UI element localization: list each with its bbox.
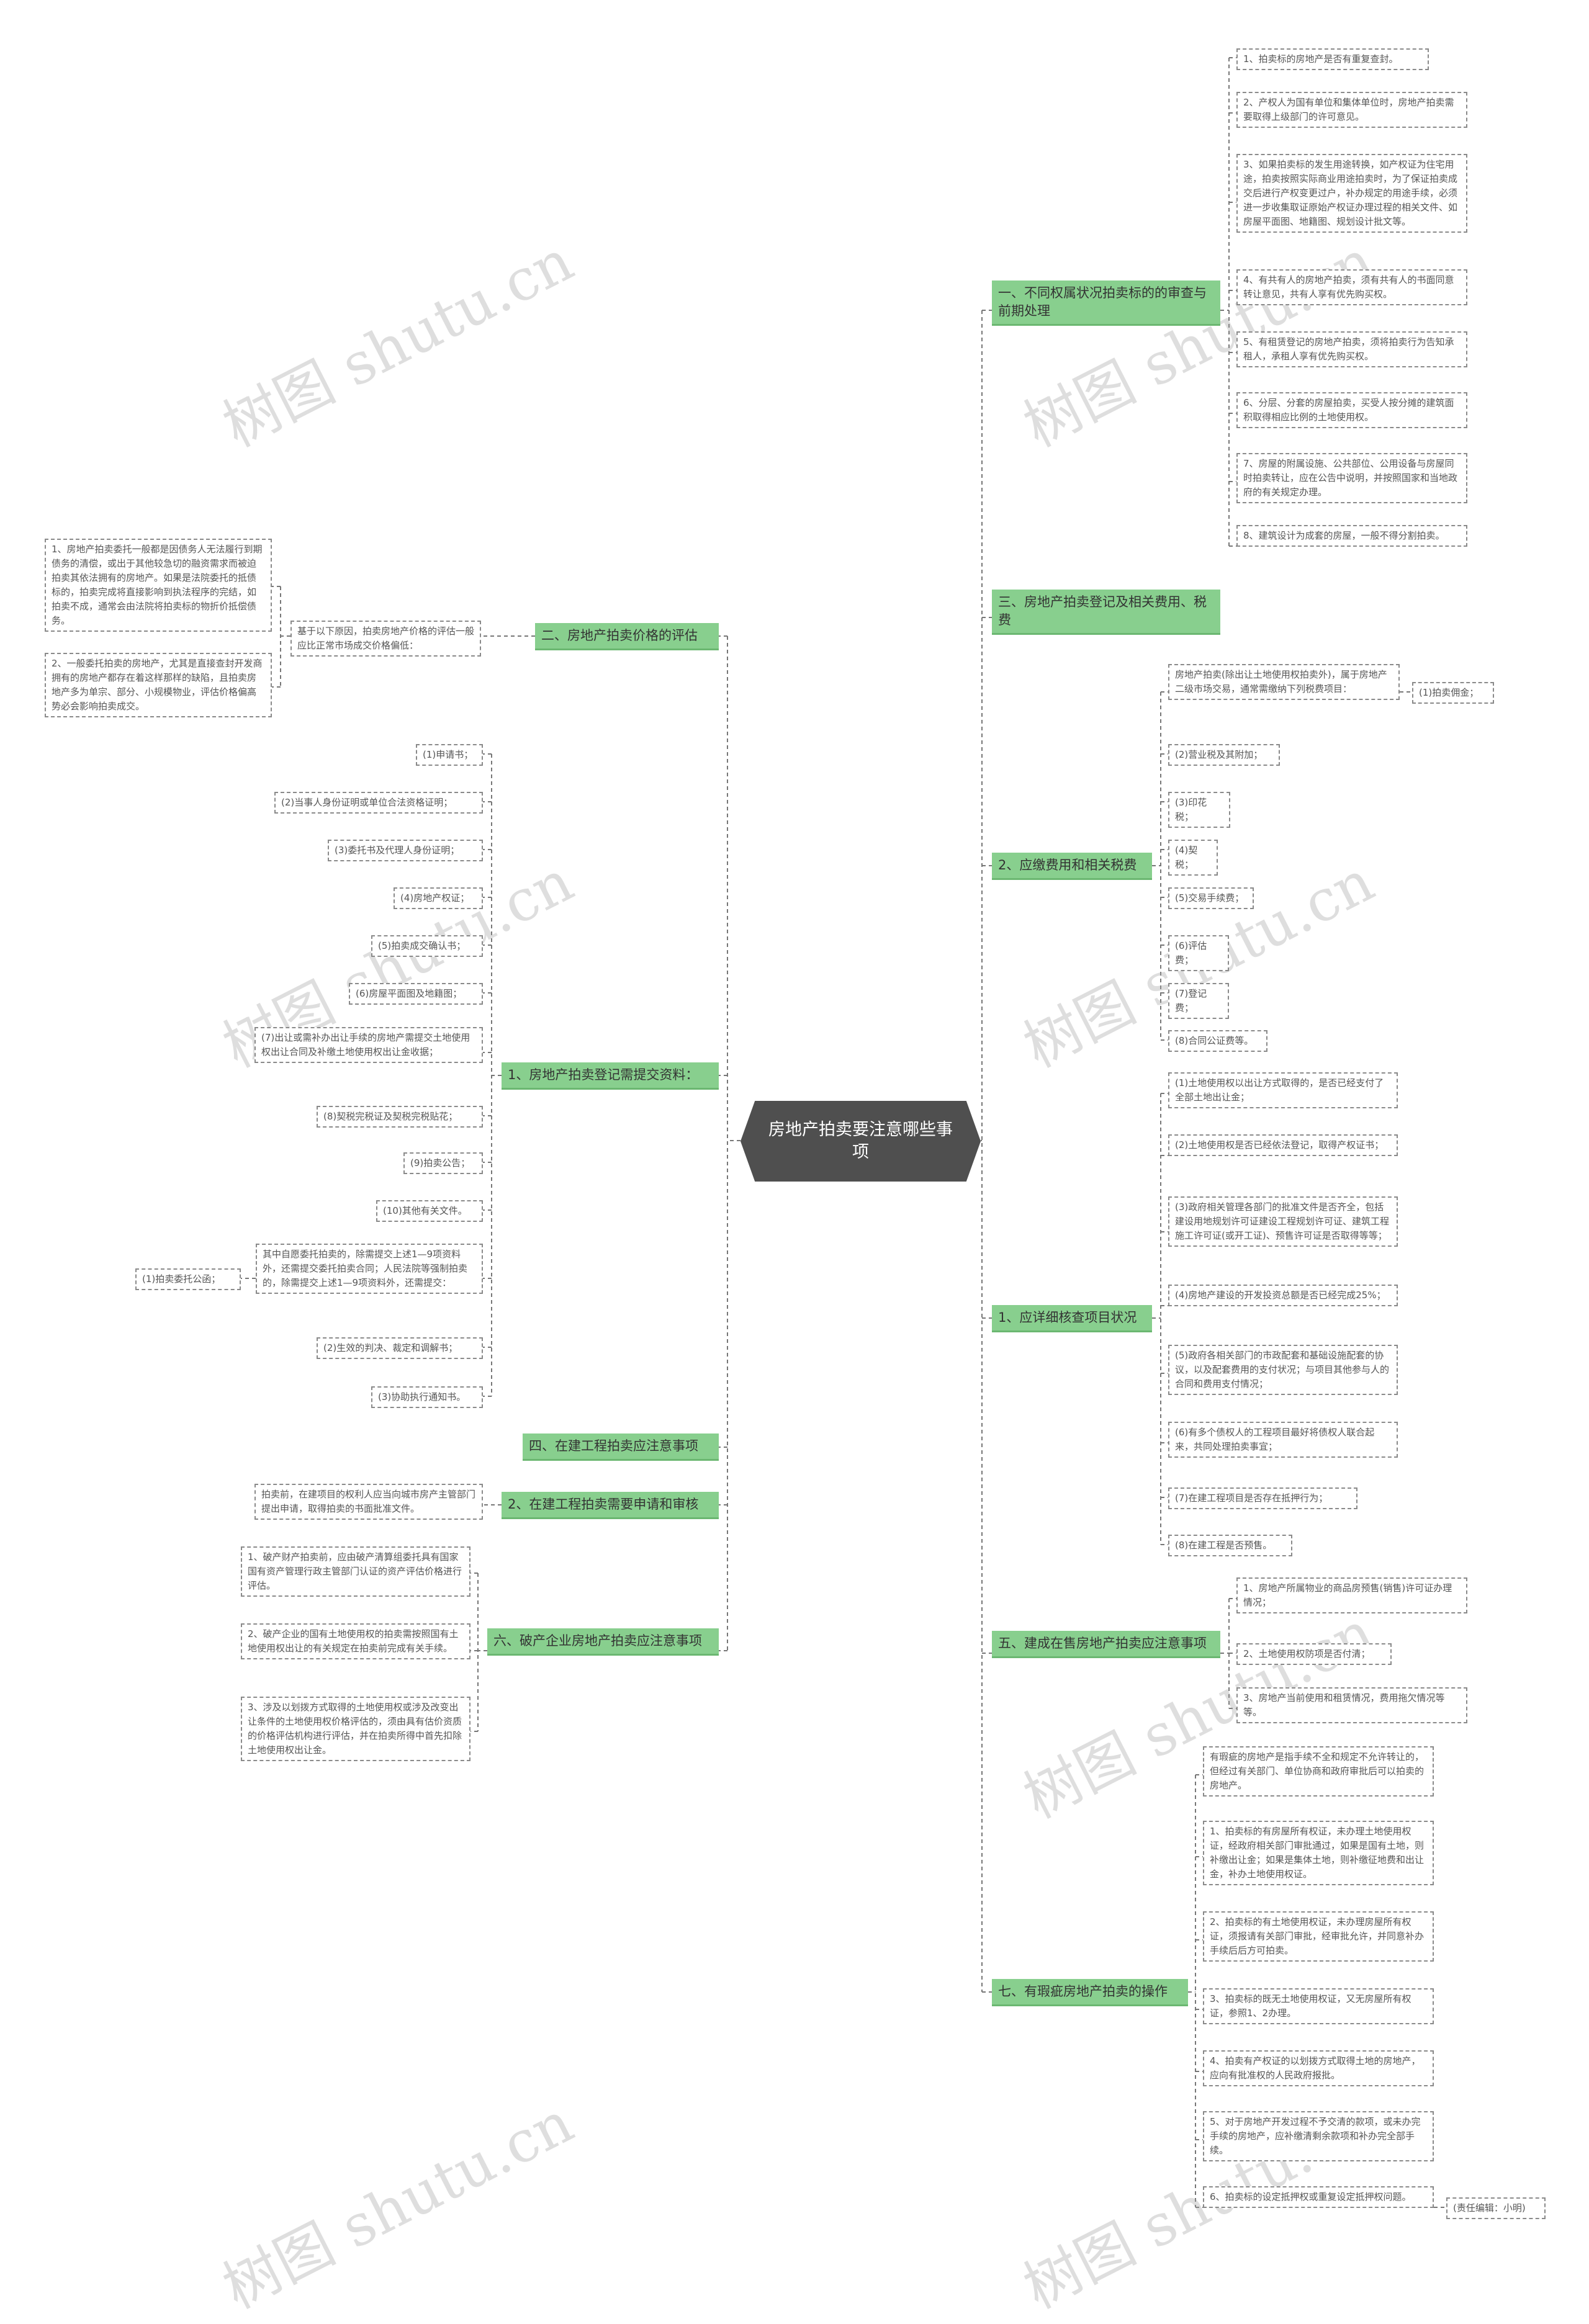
branch-registration-docs[interactable]: 1、房地产拍卖登记需提交资料： [502,1062,719,1090]
leaf-node[interactable]: (7)在建工程项目是否存在抵押行为； [1168,1487,1357,1509]
leaf-node[interactable]: 3、房地产当前使用和租赁情况，费用拖欠情况等等。 [1236,1687,1467,1723]
branch-review[interactable]: 一、不同权属状况拍卖标的的审查与前期处理 [992,280,1220,326]
leaf-node[interactable]: (8)合同公证费等。 [1168,1030,1267,1052]
leaf-node[interactable]: 2、拍卖标的有土地使用权证，未办理房屋所有权证，须报请有关部门审批，经审批允许，… [1203,1911,1434,1962]
leaf-node[interactable]: (5)政府各相关部门的市政配套和基础设施配套的协议，以及配套费用的支付状况；与项… [1168,1345,1398,1395]
leaf-node[interactable]: 2、一般委托拍卖的房地产，尤其是直接查封开发商拥有的房地产都存在着这样那样的缺陷… [45,653,272,717]
leaf-node[interactable]: (8)在建工程是否预售。 [1168,1535,1292,1556]
leaf-node[interactable]: 1、拍卖标的有房屋所有权证，未办理土地使用权证，经政府相关部门审批通过，如果是国… [1203,1821,1434,1885]
leaf-node[interactable]: 3、如果拍卖标的发生用途转换，如产权证为住宅用途，拍卖按照实际商业用途拍卖时，为… [1236,154,1467,233]
leaf-node[interactable]: 基于以下原因，拍卖房地产价格的评估一般应比正常市场成交价格偏低： [290,621,481,657]
leaf-node[interactable]: 3、拍卖标的既无土地使用权证，又无房屋所有权证，参照1、2办理。 [1203,1988,1434,2024]
leaf-node[interactable]: (7)出让或需补办出让手续的房地产需提交土地使用权出让合同及补缴土地使用权出让金… [254,1027,483,1063]
leaf-node[interactable]: 房地产拍卖(除出让土地使用权拍卖外)，属于房地产二级市场交易，通常需缴纳下列税费… [1168,664,1400,700]
branch-construction[interactable]: 四、在建工程拍卖应注意事项 [523,1433,719,1461]
leaf-node[interactable]: (6)评估费； [1168,935,1229,971]
leaf-node[interactable]: 拍卖前，在建项目的权利人应当向城市房产主管部门提出申请，取得拍卖的书面批准文件。 [254,1484,483,1520]
leaf-node[interactable]: (1)拍卖佣金； [1412,682,1494,704]
leaf-node[interactable]: (2)生效的判决、裁定和调解书； [317,1337,483,1359]
leaf-node[interactable]: 1、破产财产拍卖前，应由破产清算组委托具有国家国有资产管理行政主管部门认证的资产… [241,1546,470,1597]
leaf-node[interactable]: (3)政府相关管理各部门的批准文件是否齐全，包括建设用地规划许可证建设工程规划许… [1168,1196,1398,1247]
leaf-node[interactable]: 5、对于房地产开发过程不予交清的款项，或未办完手续的房地产，应补缴清剩余款项和补… [1203,2111,1434,2161]
leaf-node[interactable]: (3)委托书及代理人身份证明； [328,840,483,861]
mind-map-canvas [241,57,1446,2208]
leaf-node[interactable]: (3)印花税； [1168,792,1230,828]
leaf-node[interactable]: (5)交易手续费； [1168,887,1254,909]
branch-taxes[interactable]: 2、应缴费用和相关税费 [992,853,1152,880]
connector-left-spine [727,636,740,1651]
leaf-node[interactable]: (2)土地使用权是否已经依法登记，取得产权证书； [1168,1134,1398,1156]
branch-completed-sales[interactable]: 五、建成在售房地产拍卖应注意事项 [992,1631,1220,1658]
leaf-node[interactable]: 其中自愿委托拍卖的，除需提交上述1—9项资料外，还需提交委托拍卖合同；人民法院等… [256,1244,483,1294]
branch-construction-approval[interactable]: 2、在建工程拍卖需要申请和审核 [502,1492,719,1519]
leaf-node[interactable]: 4、拍卖有产权证的以划拨方式取得土地的房地产，应向有批准权的人民政府报批。 [1203,2050,1434,2086]
leaf-node[interactable]: 2、土地使用权防项是否付清； [1236,1643,1392,1665]
leaf-node[interactable]: 6、分层、分套的房屋拍卖，买受人按分摊的建筑面积取得相应比例的土地使用权。 [1236,392,1467,428]
leaf-node[interactable]: 有瑕疵的房地产是指手续不全和规定不允许转让的，但经过有关部门、单位协商和政府审批… [1203,1746,1434,1797]
connector-right-spine [981,310,983,1992]
leaf-node[interactable]: 1、拍卖标的房地产是否有重复查封。 [1236,48,1429,70]
leaf-node[interactable]: (5)拍卖成交确认书； [371,935,483,957]
leaf-node[interactable]: (6)有多个债权人的工程项目最好将债权人联合起来，共同处理拍卖事宜； [1168,1422,1398,1458]
leaf-node[interactable]: (2)营业税及其附加； [1168,744,1280,766]
leaf-node[interactable]: (7)登记费； [1168,983,1229,1019]
leaf-node[interactable]: 3、涉及以划拨方式取得的土地使用权或涉及改变出让条件的土地使用权价格评估的，须由… [241,1697,470,1761]
branch-defective-property[interactable]: 七、有瑕疵房地产拍卖的操作 [992,1979,1188,2006]
leaf-node[interactable]: 2、产权人为国有单位和集体单位时，房地产拍卖需要取得上级部门的许可意见。 [1236,92,1467,128]
leaf-node[interactable]: (4)房地产建设的开发投资总额是否已经完成25%； [1168,1285,1398,1306]
leaf-node[interactable]: (10)其他有关文件。 [376,1200,483,1222]
leaf-node[interactable]: (4)房地产权证； [394,887,483,909]
branch-bankrupt-enterprise[interactable]: 六、破产企业房地产拍卖应注意事项 [487,1628,719,1656]
leaf-node[interactable]: 6、拍卖标的设定抵押权或重复设定抵押权问题。 [1203,2186,1434,2208]
leaf-node[interactable]: 7、房屋的附属设施、公共部位、公用设备与房屋同时拍卖转让，应在公告中说明，并按照… [1236,453,1467,503]
leaf-node[interactable]: 5、有租赁登记的房地产拍卖，须将拍卖行为告知承租人，承租人享有优先购买权。 [1236,331,1467,367]
leaf-node[interactable]: (8)契税完税证及契税完税贴花； [317,1106,483,1128]
root-topic[interactable]: 房地产拍卖要注意哪些事项 [740,1101,981,1182]
root-label: 房地产拍卖要注意哪些事项 [768,1120,953,1162]
leaf-node[interactable]: (6)房屋平面图及地籍图； [349,983,483,1005]
leaf-node[interactable]: (1)拍卖委托公函； [135,1268,241,1290]
leaf-node[interactable]: (1)土地使用权以出让方式取得的，是否已经支付了全部土地出让金； [1168,1072,1398,1108]
branch-price-evaluation[interactable]: 二、房地产拍卖价格的评估 [535,623,719,650]
leaf-node[interactable]: (2)当事人身份证明或单位合法资格证明； [274,792,483,814]
leaf-node[interactable]: 1、房地产所属物业的商品房预售(销售)许可证办理情况； [1236,1577,1467,1613]
leaf-node[interactable]: 2、破产企业的国有土地使用权的拍卖需按照国有土地使用权出让的有关规定在拍卖前完成… [241,1623,470,1659]
branch-registration-fees[interactable]: 三、房地产拍卖登记及相关费用、税费 [992,590,1220,635]
branch-project-check[interactable]: 1、应详细核查项目状况 [992,1305,1152,1332]
leaf-node[interactable]: (9)拍卖公告； [403,1152,483,1174]
leaf-node[interactable]: (3)协助执行通知书。 [371,1386,483,1408]
leaf-node[interactable]: 4、有共有人的房地产拍卖，须有共有人的书面同意转让意见，共有人享有优先购买权。 [1236,269,1467,305]
leaf-node[interactable]: (责任编辑：小明) [1446,2197,1546,2219]
leaf-node[interactable]: (1)申请书； [416,744,483,766]
leaf-node[interactable]: (4)契税； [1168,840,1218,876]
leaf-node[interactable]: 8、建筑设计为成套的房屋，一般不得分割拍卖。 [1236,525,1467,547]
leaf-node[interactable]: 1、房地产拍卖委托一般都是因债务人无法履行到期债务的清偿，或出于其他较急切的融资… [45,539,272,632]
